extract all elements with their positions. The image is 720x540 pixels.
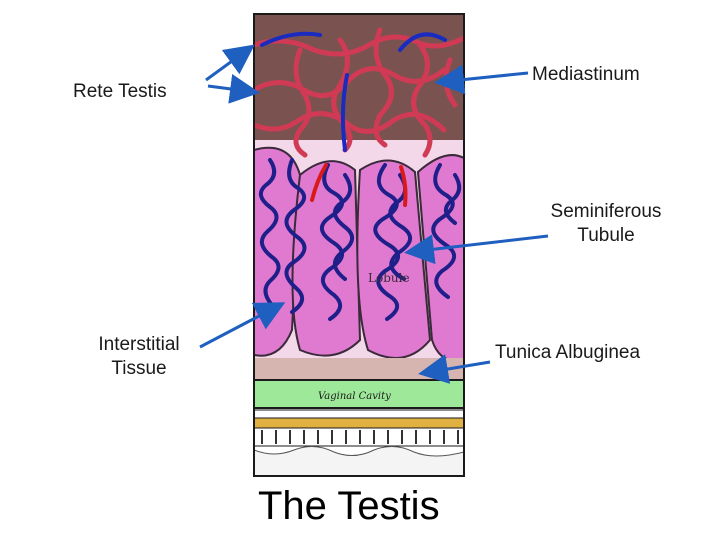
- seminiferous-line2: Tubule: [577, 225, 635, 246]
- vaginal-cavity-text: Vaginal Cavity: [318, 391, 391, 402]
- vaginal-cavity-band: [254, 380, 464, 408]
- seminiferous-tubules: [258, 158, 462, 321]
- efferent-vessels: [260, 31, 447, 152]
- mediastinum-label: Mediastinum: [532, 64, 640, 85]
- interstitial-line2: Tissue: [111, 358, 167, 379]
- callout-arrows: [199, 44, 549, 384]
- rete-vessels: [254, 27, 464, 158]
- rete-testis-label: Rete Testis: [73, 81, 167, 102]
- skin-layer: [254, 446, 464, 476]
- seminiferous-tubule-label: Seminiferous Tubule: [528, 200, 684, 248]
- arrow-mediastinum: [434, 64, 529, 95]
- seminiferous-line1: Seminiferous: [550, 201, 662, 222]
- interstitial-tissue-label: Interstitial Tissue: [76, 333, 202, 381]
- diagram-title: The Testis: [258, 484, 440, 528]
- arrow-seminiferous: [404, 234, 549, 265]
- tunica-band: [254, 358, 464, 380]
- lobule-text: Lobule: [368, 271, 410, 285]
- arrow-rete-right: [207, 74, 260, 104]
- arrow-rete-up: [205, 44, 255, 82]
- flow-arrows-red: [310, 163, 408, 207]
- arrow-tunica: [418, 354, 491, 384]
- arrow-interstitial: [199, 302, 286, 349]
- interstitial-line1: Interstitial: [98, 334, 180, 355]
- tunica-albuginea-label: Tunica Albuginea: [495, 342, 641, 363]
